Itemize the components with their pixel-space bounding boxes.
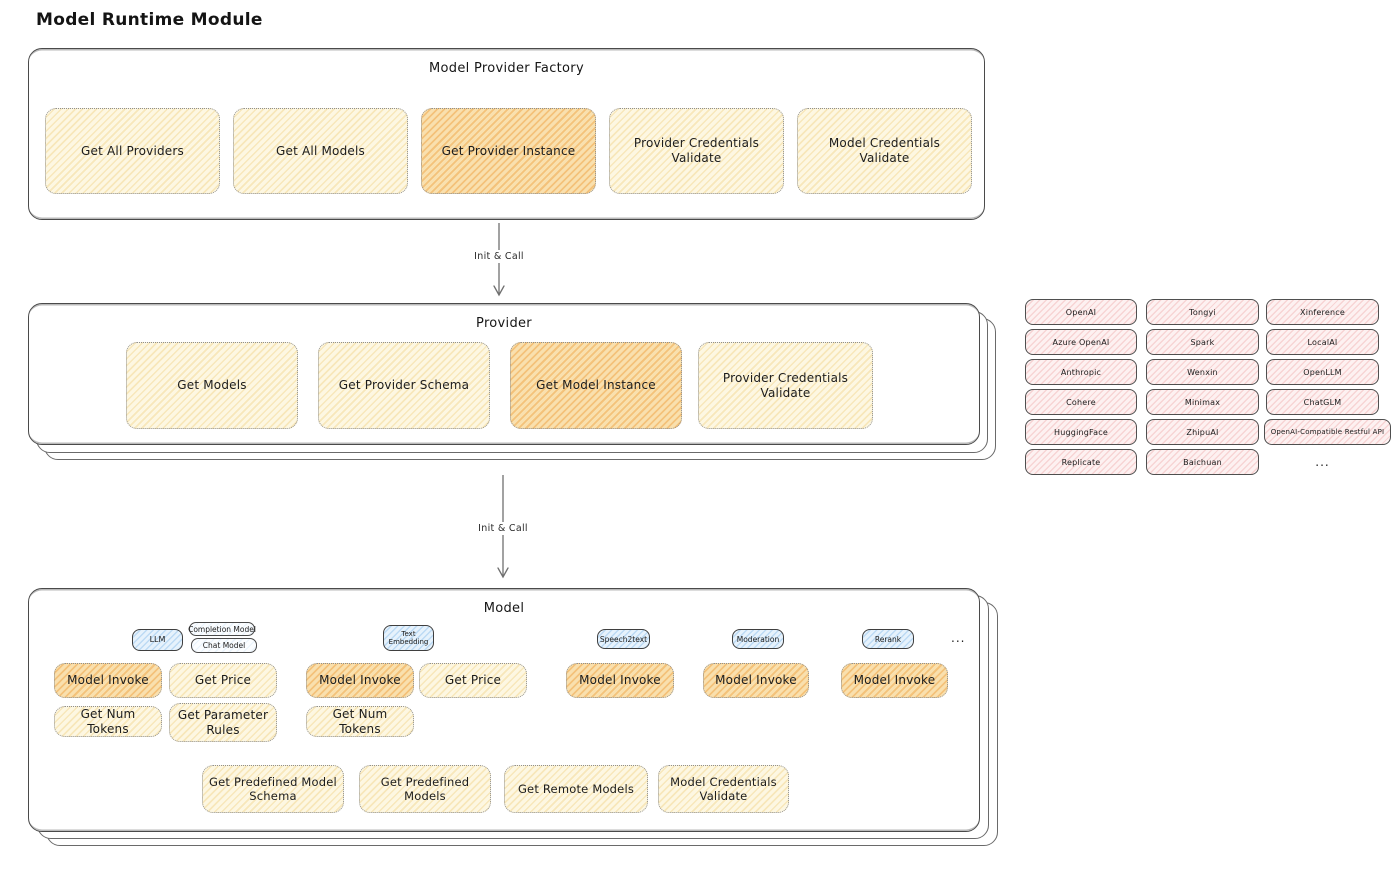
arrow2-label: Init & Call <box>458 522 548 535</box>
node-get-all-models: Get All Models <box>233 108 408 194</box>
node-s2t-model-invoke: Model Invoke <box>566 663 674 698</box>
tab-rerank: Rerank <box>862 629 914 649</box>
tabs-more-ellipsis: ... <box>951 631 966 645</box>
vendor-chip-anthropic: Anthropic <box>1025 359 1137 385</box>
factory-panel: Model Provider Factory Get All Providers… <box>28 48 985 220</box>
vendor-chip-replicate: Replicate <box>1025 449 1137 475</box>
provider-panel: Provider Get Models Get Provider Schema … <box>28 303 980 445</box>
vendor-more-ellipsis: ... <box>1315 455 1330 469</box>
node-te-get-num-tokens: Get Num Tokens <box>306 706 414 737</box>
node-get-predefined-models: Get Predefined Models <box>359 765 491 813</box>
vendor-chip-xinference: Xinference <box>1266 299 1379 325</box>
node-llm-get-parameter-rules: Get Parameter Rules <box>169 703 277 742</box>
tab-speech2text: Speech2text <box>597 629 650 649</box>
vendor-chip-azure-openai: Azure OpenAI <box>1025 329 1137 355</box>
node-get-model-instance: Get Model Instance <box>510 342 682 429</box>
model-panel: Model LLM Completion Model Chat Model Te… <box>28 588 980 832</box>
node-get-provider-instance: Get Provider Instance <box>421 108 596 194</box>
node-llm-get-price: Get Price <box>169 663 277 698</box>
vendor-chip-minimax: Minimax <box>1146 389 1259 415</box>
vendor-chip-tongyi: Tongyi <box>1146 299 1259 325</box>
vendor-chip-openllm: OpenLLM <box>1266 359 1379 385</box>
vendor-chip-zhipuai: ZhipuAI <box>1146 419 1259 445</box>
node-llm-model-invoke: Model Invoke <box>54 663 162 698</box>
node-model-credentials-validate-2: Model Credentials Validate <box>658 765 789 813</box>
node-llm-get-num-tokens: Get Num Tokens <box>54 706 162 737</box>
vendor-chip-spark: Spark <box>1146 329 1259 355</box>
node-te-model-invoke: Model Invoke <box>306 663 414 698</box>
node-get-remote-models: Get Remote Models <box>504 765 648 813</box>
node-provider-credentials-validate: Provider Credentials Validate <box>609 108 784 194</box>
node-get-provider-schema: Get Provider Schema <box>318 342 490 429</box>
vendor-chip-huggingface: HuggingFace <box>1025 419 1137 445</box>
model-panel-title: Model <box>483 601 525 616</box>
node-rerank-model-invoke: Model Invoke <box>841 663 948 698</box>
vendor-chip-localai: LocalAI <box>1266 329 1379 355</box>
node-provider-credentials-validate-2: Provider Credentials Validate <box>698 342 873 429</box>
tab-llm: LLM <box>132 629 183 651</box>
vendor-chip-chatglm: ChatGLM <box>1266 389 1379 415</box>
tab-completion-model: Completion Model <box>188 622 256 636</box>
node-model-credentials-validate: Model Credentials Validate <box>797 108 972 194</box>
vendor-chip-wenxin: Wenxin <box>1146 359 1259 385</box>
tab-text-embedding: Text Embedding <box>383 625 434 651</box>
provider-panel-title: Provider <box>476 316 532 331</box>
node-te-get-price: Get Price <box>419 663 527 698</box>
factory-panel-title: Model Provider Factory <box>429 61 584 76</box>
vendor-chip-openai: OpenAI <box>1025 299 1137 325</box>
page-title: Model Runtime Module <box>36 10 263 30</box>
arrow1-label: Init & Call <box>454 250 544 263</box>
node-get-all-providers: Get All Providers <box>45 108 220 194</box>
node-get-models: Get Models <box>126 342 298 429</box>
tab-chat-model: Chat Model <box>191 638 257 653</box>
node-get-predefined-model-schema: Get Predefined Model Schema <box>202 765 344 813</box>
vendor-chip-cohere: Cohere <box>1025 389 1137 415</box>
vendor-chip-baichuan: Baichuan <box>1146 449 1259 475</box>
vendor-chip-openai-compatible: OpenAI-Compatible Restful API <box>1264 419 1391 445</box>
node-moderation-model-invoke: Model Invoke <box>703 663 809 698</box>
tab-moderation: Moderation <box>732 629 784 649</box>
